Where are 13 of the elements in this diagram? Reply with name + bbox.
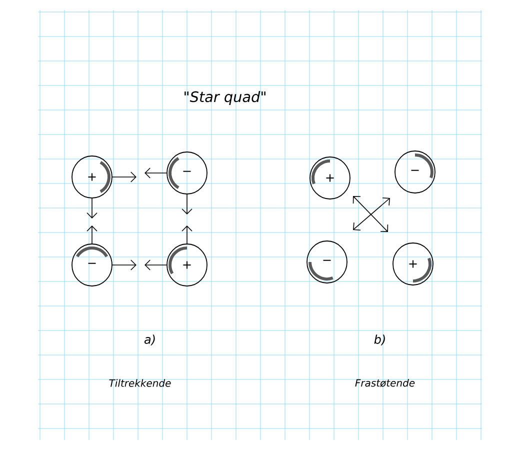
caption: Tiltrekkende — [109, 379, 171, 387]
arrow — [112, 172, 136, 182]
arrow — [182, 226, 192, 244]
caption: Frastøtende — [355, 378, 415, 388]
title: "Star quad" — [184, 91, 266, 105]
arrow — [144, 260, 167, 270]
cap-label: a) — [144, 334, 155, 346]
arrow — [112, 260, 136, 270]
arrow — [86, 226, 98, 244]
arrow — [144, 168, 167, 178]
arrow — [182, 194, 192, 214]
cap-label: b) — [374, 334, 385, 346]
arrow — [86, 198, 98, 218]
